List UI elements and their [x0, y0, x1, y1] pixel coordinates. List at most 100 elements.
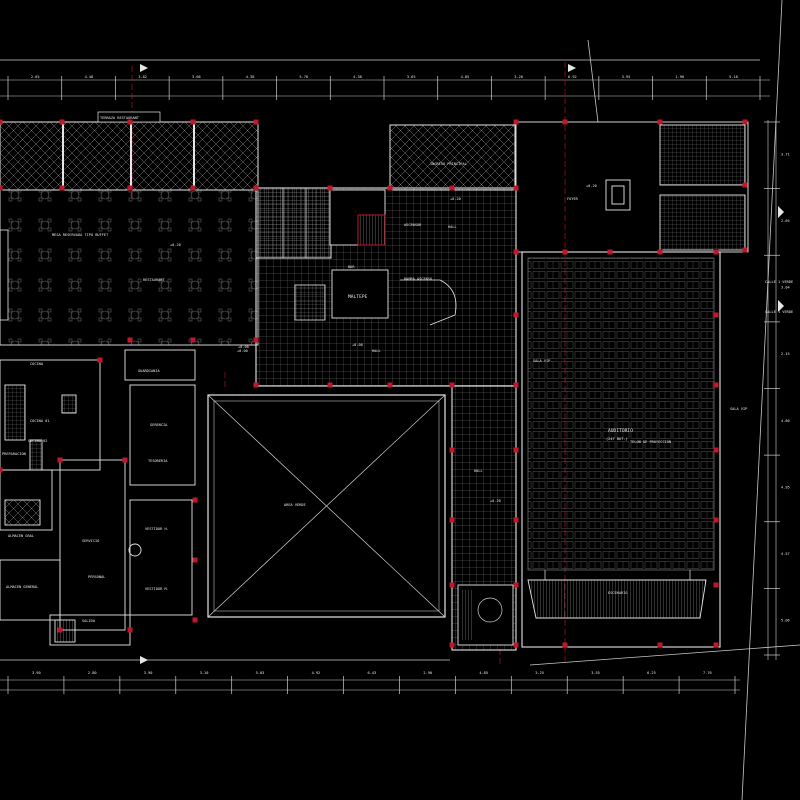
dimension-ticks-bottom: [7, 676, 736, 694]
auditorium-label: AUDITORIO: [608, 428, 633, 434]
column-marker: [127, 185, 133, 191]
column-marker: [127, 337, 133, 343]
section-marker-icon: [778, 300, 784, 312]
section-marker-icon: [568, 64, 576, 72]
restaurant-level: +0.20: [170, 243, 181, 247]
foyer-label: FOYER: [567, 197, 579, 201]
mall-label: MALTEPE: [348, 294, 368, 300]
column-marker: [59, 185, 65, 191]
kitchen-prep-label: PREPARACION: [2, 452, 26, 456]
column-marker: [0, 467, 3, 473]
dimension-label-bottom: 6.25: [647, 671, 656, 675]
column-marker: [713, 382, 719, 388]
kitchen-2-label: COCINA 02: [28, 439, 47, 443]
hall-level: +0.20: [450, 197, 461, 201]
dimension-label-top: 5.18: [729, 75, 738, 79]
column-marker: [742, 182, 748, 188]
dimension-label-top: 6.92: [568, 75, 577, 79]
auditorium-capacity: (247 BUT.): [606, 437, 628, 441]
column-marker: [562, 642, 568, 648]
kitchen-head-label: COCINA: [30, 362, 44, 366]
column-marker: [122, 457, 128, 463]
column-marker: [713, 642, 719, 648]
foyer-block: [515, 121, 749, 253]
bar-label: BAR: [348, 265, 355, 269]
office-1-label: GERENCIA: [150, 423, 168, 427]
column-marker: [513, 382, 519, 388]
auditorium: [521, 251, 721, 648]
lounge-right-label: SALA VIP: [730, 407, 747, 411]
entrance-label: INGRESO PRINCIPAL: [430, 162, 467, 166]
column-marker: [387, 382, 393, 388]
column-marker: [127, 627, 133, 633]
column-marker: [190, 337, 196, 343]
column-marker: [742, 247, 748, 253]
office-2-label: TESORERIA: [148, 459, 168, 463]
open-area-label: AREA VERDE: [284, 503, 306, 507]
column-marker: [0, 185, 3, 191]
column-marker: [97, 357, 103, 363]
column-marker: [742, 119, 748, 125]
column-marker: [192, 497, 198, 503]
dimension-label-right: 3.04: [781, 286, 790, 290]
street-right-label: CALLE 1 VERDE: [765, 280, 793, 284]
section-markers: [140, 64, 784, 664]
dimension-label-top: 1.90: [675, 75, 684, 79]
dimension-label-right: 2.15: [781, 352, 790, 356]
column-marker: [0, 119, 3, 125]
dimension-label-top: 4.38: [353, 75, 362, 79]
column-marker: [449, 642, 455, 648]
column-marker: [713, 582, 719, 588]
column-marker: [190, 185, 196, 191]
dimension-label-bottom: 3.25: [535, 671, 544, 675]
lounge-left-label: SALA VIP: [533, 359, 550, 363]
dimension-label-right: 5.06: [781, 619, 790, 623]
column-marker: [192, 557, 198, 563]
restaurant-area: MESA RESERVADA TIPO BUFFET RESTAURANT +0…: [0, 189, 259, 349]
column-markers: [0, 119, 748, 648]
column-marker: [657, 119, 663, 125]
column-marker: [657, 249, 663, 255]
dimension-label-top: 2.05: [31, 75, 40, 79]
section-marker-icon: [778, 206, 784, 218]
column-marker: [327, 185, 333, 191]
column-marker: [513, 582, 519, 588]
column-marker: [253, 185, 259, 191]
column-marker: [713, 517, 719, 523]
column-marker: [190, 119, 196, 125]
street-right-label-2: CALLE 1 VERDE: [765, 310, 793, 314]
dimension-label-top: 3.95: [622, 75, 631, 79]
column-marker: [513, 249, 519, 255]
open-area: [207, 394, 446, 618]
restaurant-label: RESTAURANT: [143, 278, 165, 282]
column-marker: [449, 517, 455, 523]
dimension-label-right: 3.71: [781, 152, 790, 156]
column-marker: [657, 642, 663, 648]
storage-label: ALMACEN GRAL: [8, 534, 34, 538]
column-marker: [449, 382, 455, 388]
restaurant-note: MESA RESERVADA TIPO BUFFET: [52, 233, 109, 237]
column-marker: [713, 447, 719, 453]
dimension-label-right: 4.95: [781, 485, 790, 489]
personal-label: PERSONAL: [88, 575, 105, 579]
dimension-label-bottom: 6.43: [368, 671, 377, 675]
kitchen-block: [0, 349, 196, 646]
elevator-label: ASCENSOR: [404, 223, 422, 227]
dimension-label-right: 2.65: [781, 219, 790, 223]
dimension-label-bottom: 2.80: [88, 671, 97, 675]
column-marker: [513, 447, 519, 453]
column-marker: [449, 185, 455, 191]
restaurant-lower-level: +0.00: [238, 345, 249, 349]
column-marker: [513, 642, 519, 648]
column-marker: [449, 447, 455, 453]
column-marker: [513, 185, 519, 191]
dimension-label-bottom: 4.92: [312, 671, 321, 675]
column-marker: [387, 185, 393, 191]
dimension-label-top: 5.70: [299, 75, 308, 79]
column-marker: [449, 582, 455, 588]
exit-label: SALIDA: [82, 619, 96, 623]
column-marker: [127, 119, 133, 125]
hall-middle-level: +0.00: [352, 343, 363, 347]
